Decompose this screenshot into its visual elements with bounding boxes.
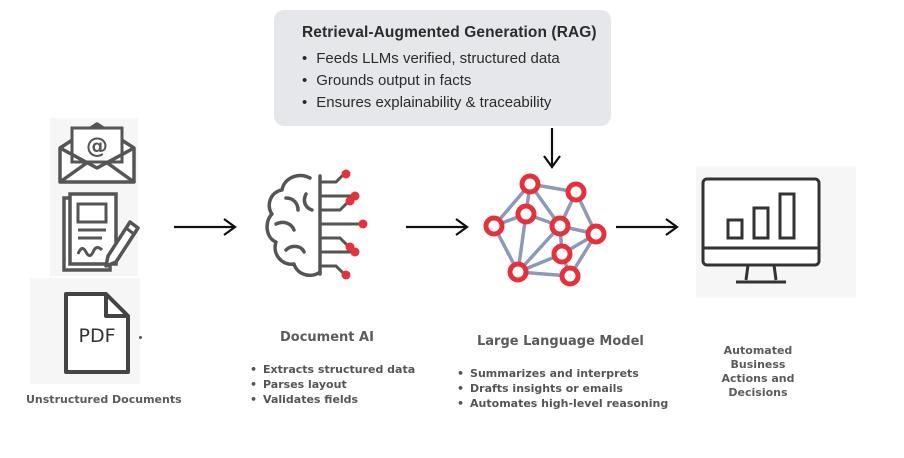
email-envelope-icon: @: [58, 122, 136, 184]
llm-bullets: Summarizes and interprets Drafts insight…: [457, 366, 668, 411]
list-item: Summarizes and interprets: [457, 366, 668, 381]
rag-box: Retrieval-Augmented Generation (RAG) Fee…: [274, 10, 611, 126]
rag-list: Feeds LLMs verified, structured data Gro…: [302, 48, 611, 114]
arrow-right-icon: [406, 218, 469, 236]
document-ai-bullets: Extracts structured data Parses layout V…: [250, 362, 415, 407]
list-item: Drafts insights or emails: [457, 381, 668, 396]
list-item: Extracts structured data: [250, 362, 415, 377]
neural-network-icon: [483, 173, 607, 287]
list-item: Validates fields: [250, 392, 415, 407]
inputs-label: Unstructured Documents: [26, 393, 182, 406]
pdf-file-icon: PDF: [64, 292, 130, 374]
output-title: Automated Business Actions and Decisions: [698, 344, 818, 400]
output-title-line2: Actions and Decisions: [721, 372, 795, 399]
list-item: Automates high-level reasoning: [457, 396, 668, 411]
arrow-right-icon: [174, 218, 237, 236]
list-item: Parses layout: [250, 377, 415, 392]
bar-chart-monitor-icon: [701, 177, 821, 284]
pdf-text: PDF: [78, 325, 115, 347]
output-title-line1: Automated Business: [723, 344, 793, 371]
rag-item: Feeds LLMs verified, structured data: [302, 48, 611, 70]
signed-document-icon: [62, 192, 140, 272]
ai-brain-icon: [265, 169, 368, 280]
arrow-right-icon: [616, 218, 679, 236]
rag-item: Ensures explainability & traceability: [302, 92, 611, 114]
svg-text:@: @: [86, 134, 108, 159]
arrow-down-icon: [543, 128, 561, 169]
rag-item: Grounds output in facts: [302, 70, 611, 92]
document-ai-title: Document AI: [280, 330, 374, 345]
llm-title: Large Language Model: [477, 334, 644, 349]
rag-title: Retrieval-Augmented Generation (RAG): [302, 24, 597, 41]
dot-mark: [139, 336, 142, 339]
